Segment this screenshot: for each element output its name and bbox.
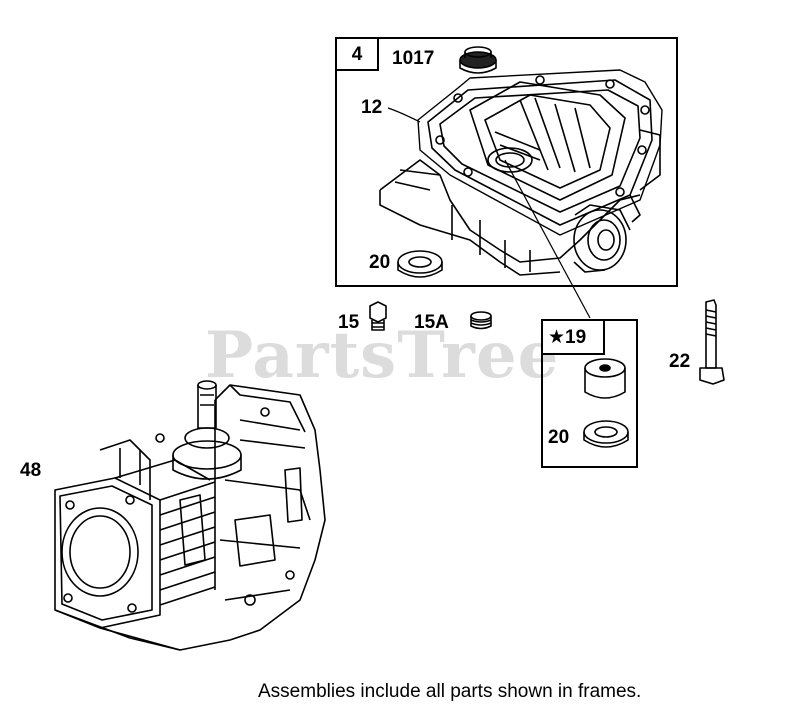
callout-20-top: 20 [369,252,391,273]
part-19-sleeve-drawing [584,358,626,399]
callout-12: 12 [361,97,383,118]
part-22-bolt-drawing [699,299,725,385]
callout-20-bottom: 20 [548,427,570,448]
assemblies-footnote: Assemblies include all parts shown in fr… [258,681,642,702]
part-15-plug-drawing [369,301,387,331]
callout-15: 15 [338,312,360,333]
part-20-seal-bottom-drawing [583,420,629,448]
callout-48: 48 [20,460,42,481]
part-20-seal-top-drawing [397,250,443,278]
engine-block-drawing [54,380,326,651]
sump-assembly-badge: 4 [335,37,379,71]
sump-assembly-frame [335,37,678,287]
part-15a-plug-drawing [470,311,492,330]
callout-22: 22 [669,351,691,372]
part-19-badge: ★19 [541,319,605,355]
oil-sump-drawing [379,69,663,276]
part-1017-plug-drawing [459,46,497,74]
callout-15a: 15A [414,312,449,333]
callout-1017: 1017 [392,48,435,69]
